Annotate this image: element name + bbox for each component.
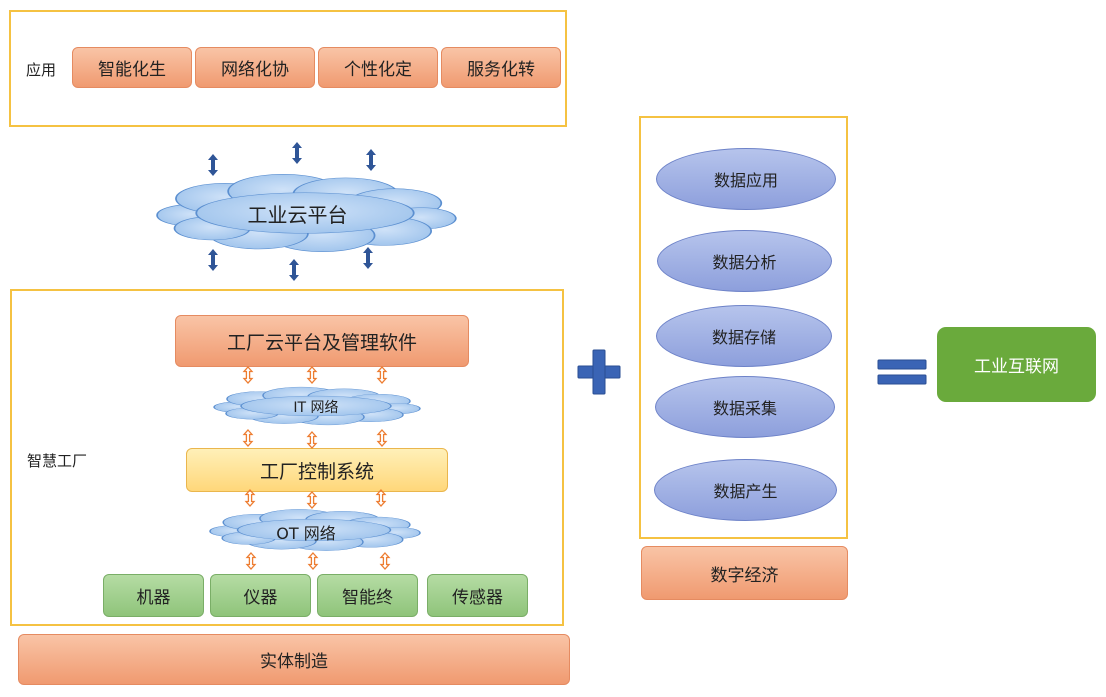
- it-network-label: IT 网络: [293, 400, 339, 416]
- double-arrow-icon: [208, 154, 218, 176]
- app-item-2: 网络化协: [195, 47, 315, 88]
- double-arrow-icon: [308, 552, 318, 570]
- double-arrow-icon: [289, 259, 299, 281]
- smart-factory-frame: [10, 289, 564, 626]
- application-label: 应用: [26, 61, 57, 79]
- device-instrument: 仪器: [210, 574, 311, 617]
- factory-platform-software: 工厂云平台及管理软件: [175, 315, 469, 367]
- double-arrow-icon: [366, 149, 376, 171]
- app-item-4: 服务化转: [441, 47, 561, 88]
- double-arrow-icon: [363, 247, 373, 269]
- device-sensor: 传感器: [427, 574, 528, 617]
- device-machine: 机器: [103, 574, 204, 617]
- double-arrow-icon: [377, 429, 387, 447]
- double-arrow-icon: [292, 142, 302, 164]
- plus-icon: [577, 349, 621, 395]
- double-arrow-icon: [307, 491, 317, 509]
- device-smart-terminal: 智能终: [317, 574, 418, 617]
- data-analysis: 数据分析: [657, 230, 832, 292]
- factory-control-system: 工厂控制系统: [186, 448, 448, 492]
- double-arrow-icon: [376, 489, 386, 507]
- double-arrow-icon: [243, 429, 253, 447]
- application-frame: [9, 10, 567, 127]
- double-arrow-icon: [380, 552, 390, 570]
- double-arrow-icon: [243, 366, 253, 384]
- data-collection: 数据采集: [655, 376, 835, 438]
- app-item-1: 智能化生: [72, 47, 192, 88]
- smart-factory-label: 智慧工厂: [27, 452, 88, 470]
- physical-manufacturing: 实体制造: [18, 634, 570, 685]
- double-arrow-icon: [377, 366, 387, 384]
- ot-network-label: OT 网络: [276, 524, 336, 543]
- double-arrow-icon: [307, 366, 317, 384]
- data-application: 数据应用: [656, 148, 836, 210]
- double-arrow-icon: [246, 552, 256, 570]
- double-arrow-icon: [245, 489, 255, 507]
- double-arrow-icon: [307, 431, 317, 449]
- digital-economy: 数字经济: [641, 546, 848, 600]
- data-storage: 数据存储: [656, 305, 832, 367]
- industrial-internet: 工业互联网: [937, 327, 1096, 402]
- equals-icon: [877, 359, 927, 385]
- cloud-platform-label: 工业云平台: [247, 202, 348, 227]
- data-generation: 数据产生: [654, 459, 837, 521]
- app-item-3: 个性化定: [318, 47, 438, 88]
- data-frame: [639, 116, 848, 539]
- double-arrow-icon: [208, 249, 218, 271]
